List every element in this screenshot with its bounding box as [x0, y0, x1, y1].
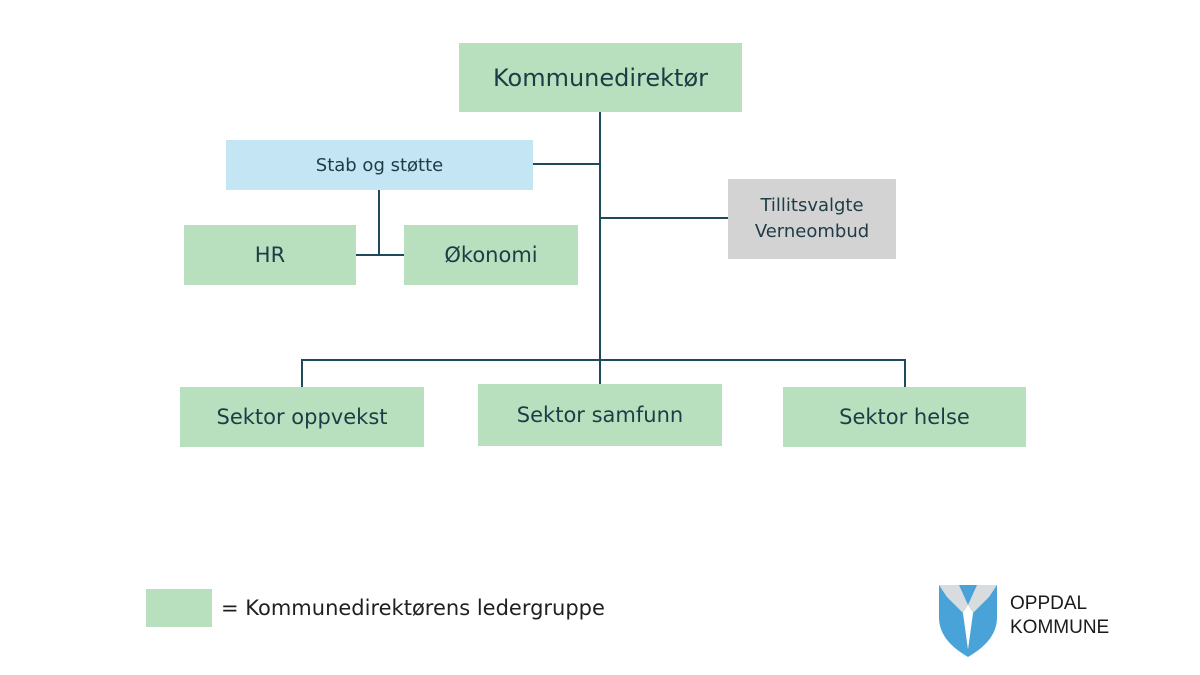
logo-line-kommune: KOMMUNE	[1010, 617, 1110, 638]
kommunedirektor-label: Kommunedirektør	[492, 63, 709, 92]
sektor-oppvekst-box: Sektor oppvekst	[180, 387, 424, 447]
connector-sectors-horizontal	[301, 359, 906, 361]
sektor-helse-box: Sektor helse	[783, 387, 1026, 447]
connector-stab-down	[378, 190, 380, 256]
okonomi-box: Økonomi	[404, 225, 578, 285]
sektor-samfunn-box: Sektor samfunn	[478, 384, 722, 446]
kommunedirektor-box: Kommunedirektør	[459, 43, 742, 112]
logo-text: OPPDAL KOMMUNE	[1010, 592, 1109, 640]
legend-text: = Kommunedirektørens ledergruppe	[221, 596, 605, 620]
stab-og-stotte-label: Stab og støtte	[315, 154, 444, 176]
logo-line-oppdal: OPPDAL	[1010, 593, 1088, 614]
okonomi-label: Økonomi	[444, 243, 538, 267]
connector-sector-helse	[904, 359, 906, 387]
sektor-helse-label: Sektor helse	[839, 405, 970, 429]
hr-label: HR	[254, 243, 286, 267]
sektor-oppvekst-label: Sektor oppvekst	[216, 405, 388, 429]
sektor-samfunn-label: Sektor samfunn	[516, 403, 684, 427]
connector-tillitsvalgte	[600, 217, 728, 219]
hr-box: HR	[184, 225, 356, 285]
verneombud-label: Verneombud	[754, 221, 870, 242]
stab-og-stotte-box: Stab og støtte	[226, 140, 533, 190]
tillitsvalgte-verneombud-box: Tillitsvalgte Verneombud	[728, 179, 896, 259]
coat-of-arms-icon	[939, 585, 997, 657]
legend-swatch	[146, 589, 212, 627]
connector-hr-okonomi	[356, 254, 404, 256]
connector-main-vertical	[599, 112, 601, 384]
tillitsvalgte-label: Tillitsvalgte	[760, 195, 864, 216]
connector-sector-oppvekst	[301, 359, 303, 387]
connector-stab	[533, 163, 600, 165]
